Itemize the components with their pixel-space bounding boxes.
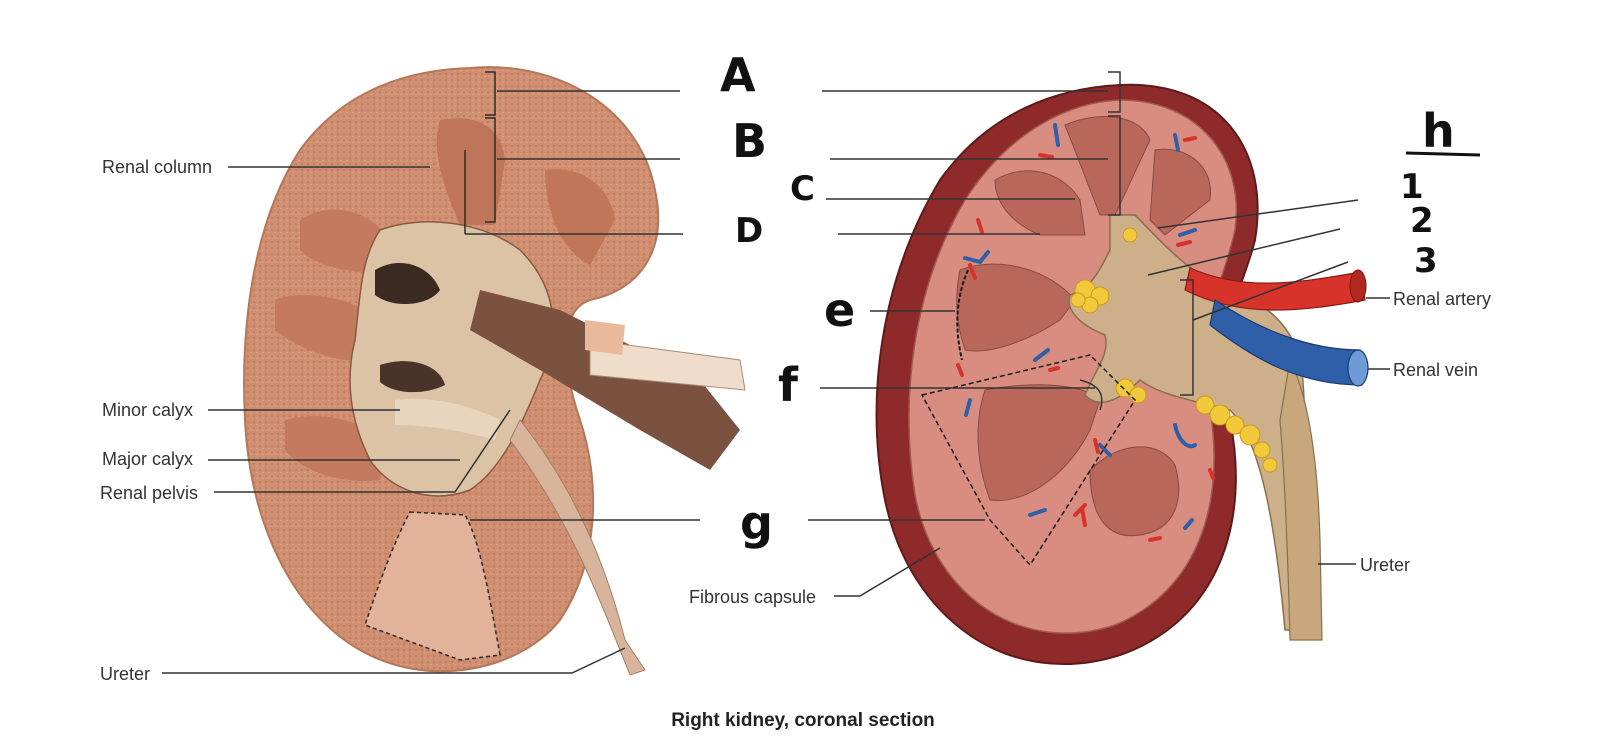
handwritten-c: C [790, 169, 815, 209]
photo-pyramid-top [436, 118, 505, 225]
leader-3 [1192, 261, 1349, 321]
label-ureter-left: Ureter [100, 664, 151, 684]
photo-dark-cavity-lower [380, 361, 445, 393]
illus-minor-calyx-curve [1079, 379, 1103, 411]
handwritten-2: 2 [1410, 201, 1434, 241]
handwritten-3: 3 [1414, 241, 1438, 281]
photo-dark-cavity-upper [375, 262, 440, 305]
label-fibrous-capsule: Fibrous capsule [689, 587, 817, 607]
left-leader-lines [162, 90, 700, 674]
photo-ureter [509, 419, 646, 676]
leader-renal-pelvis [214, 409, 511, 493]
label-renal-pelvis: Renal pelvis [100, 483, 199, 503]
label-renal-column: Renal column [102, 157, 213, 177]
handwritten-f: f [778, 358, 799, 412]
label-minor-calyx: Minor calyx [102, 400, 194, 420]
label-renal-vein: Renal vein [1393, 360, 1479, 380]
handwritten-e: e [824, 283, 856, 337]
handwritten-a: A [720, 48, 756, 102]
renal-artery-cut-end [1349, 269, 1367, 303]
e-dashed-boundary [956, 269, 969, 361]
figure-caption: Right kidney, coronal section [671, 710, 935, 731]
leader-ureter-left [162, 647, 626, 674]
pyramid-right-upper [1149, 148, 1212, 236]
photo-dashed-pyramid [364, 511, 501, 661]
leader-fibrous-capsule [834, 547, 941, 597]
renal-lobe-dashed-outline [920, 354, 1136, 567]
pyramid-bottom [1089, 446, 1180, 537]
photo-bracket-a [485, 71, 496, 116]
handwritten-g: g [740, 496, 773, 550]
handwritten-b: B [732, 114, 768, 168]
photo-pyramid-right-top [545, 169, 615, 265]
cortex-small-vessels [956, 123, 1215, 542]
pyramid-upper-left [994, 170, 1086, 236]
handwritten-h: h [1422, 104, 1455, 158]
leader-2 [1147, 228, 1341, 276]
label-major-calyx: Major calyx [102, 449, 194, 469]
illus-bracket-3 [1180, 279, 1194, 396]
fat-deposits [1070, 227, 1278, 473]
illustration-ureter [1279, 358, 1323, 641]
kidney-photo [243, 66, 746, 676]
photo-vessel-dark [470, 290, 740, 470]
photo-calyx-branch [395, 398, 500, 440]
pyramid-lower-left [977, 384, 1101, 501]
right-leader-lines [808, 90, 1481, 597]
label-renal-artery: Renal artery [1393, 289, 1492, 309]
photo-vessel-cut-end [585, 320, 625, 355]
h-underline [1405, 151, 1481, 157]
photo-vessel-pale [589, 339, 746, 391]
handwritten-d: D [735, 211, 764, 251]
renal-vein-cut-end [1347, 349, 1369, 387]
label-ureter-right: Ureter [1360, 555, 1411, 575]
handwritten-1: 1 [1400, 167, 1424, 207]
kidney-illustration [875, 71, 1369, 665]
pyramid-top [1064, 116, 1151, 216]
illus-bracket-b [1108, 115, 1121, 216]
leader-1 [1157, 199, 1359, 229]
photo-bracket-b [485, 117, 496, 223]
illus-bracket-a [1108, 71, 1121, 113]
